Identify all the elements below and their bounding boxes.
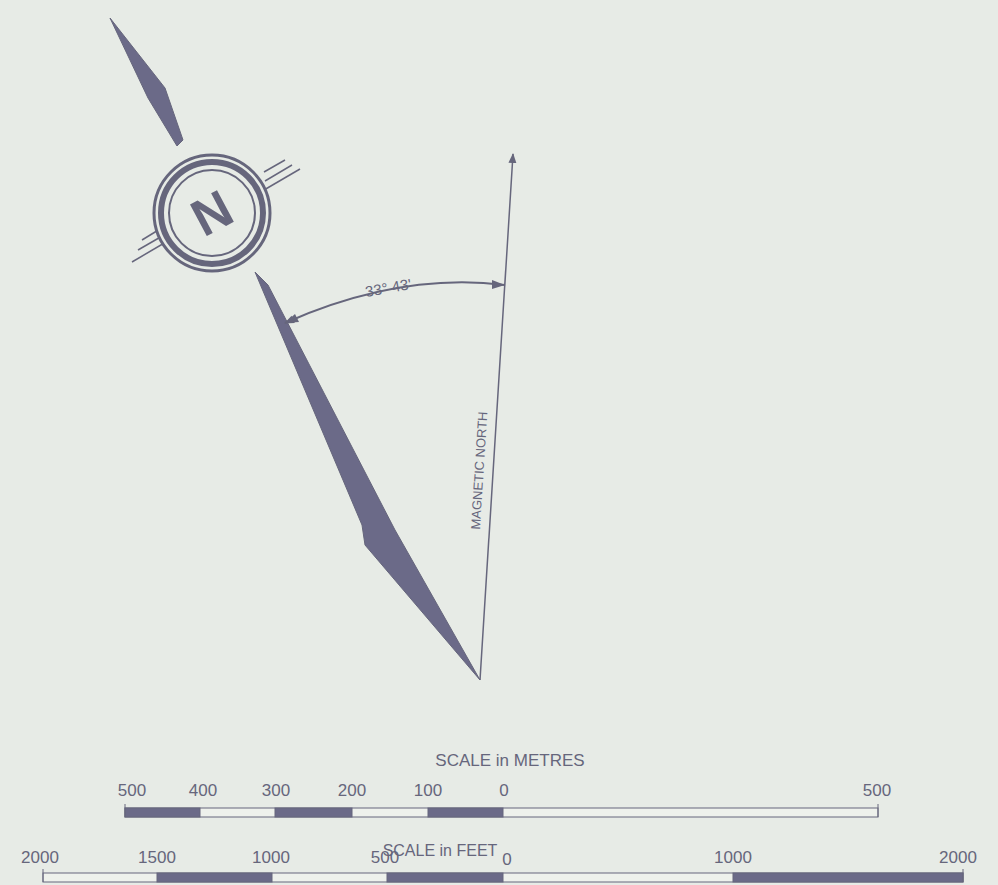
scale-title: SCALE in METRES [435, 752, 584, 769]
axis-label: MAGNETIC NORTH [469, 411, 489, 530]
scale-number: 0 [499, 782, 508, 799]
scale-number: 1500 [138, 849, 176, 866]
needle-tip [110, 18, 183, 146]
scale-number: 500 [118, 782, 146, 799]
metre-scale-bar [125, 804, 878, 817]
scale-title: SCALE in FEET [383, 843, 498, 859]
angle-label: 33° 43' [364, 276, 412, 299]
scale-number: 500 [863, 782, 891, 799]
scale-number: 1000 [252, 849, 290, 866]
scale-number: 2000 [21, 849, 59, 866]
scale-number: 200 [338, 782, 366, 799]
feet-scale-bar [43, 869, 963, 882]
scale-number: 100 [414, 782, 442, 799]
scale-number: 400 [189, 782, 217, 799]
scale-number: 2000 [939, 849, 977, 866]
arc-head [285, 314, 299, 323]
scale-number: 0 [502, 851, 511, 868]
scale-number: 1000 [714, 849, 752, 866]
compass-circle: N [152, 153, 272, 273]
scale-number: 300 [262, 782, 290, 799]
arc-head [492, 280, 505, 289]
compass-needle [255, 272, 480, 680]
scale-number: 500 [371, 849, 399, 866]
